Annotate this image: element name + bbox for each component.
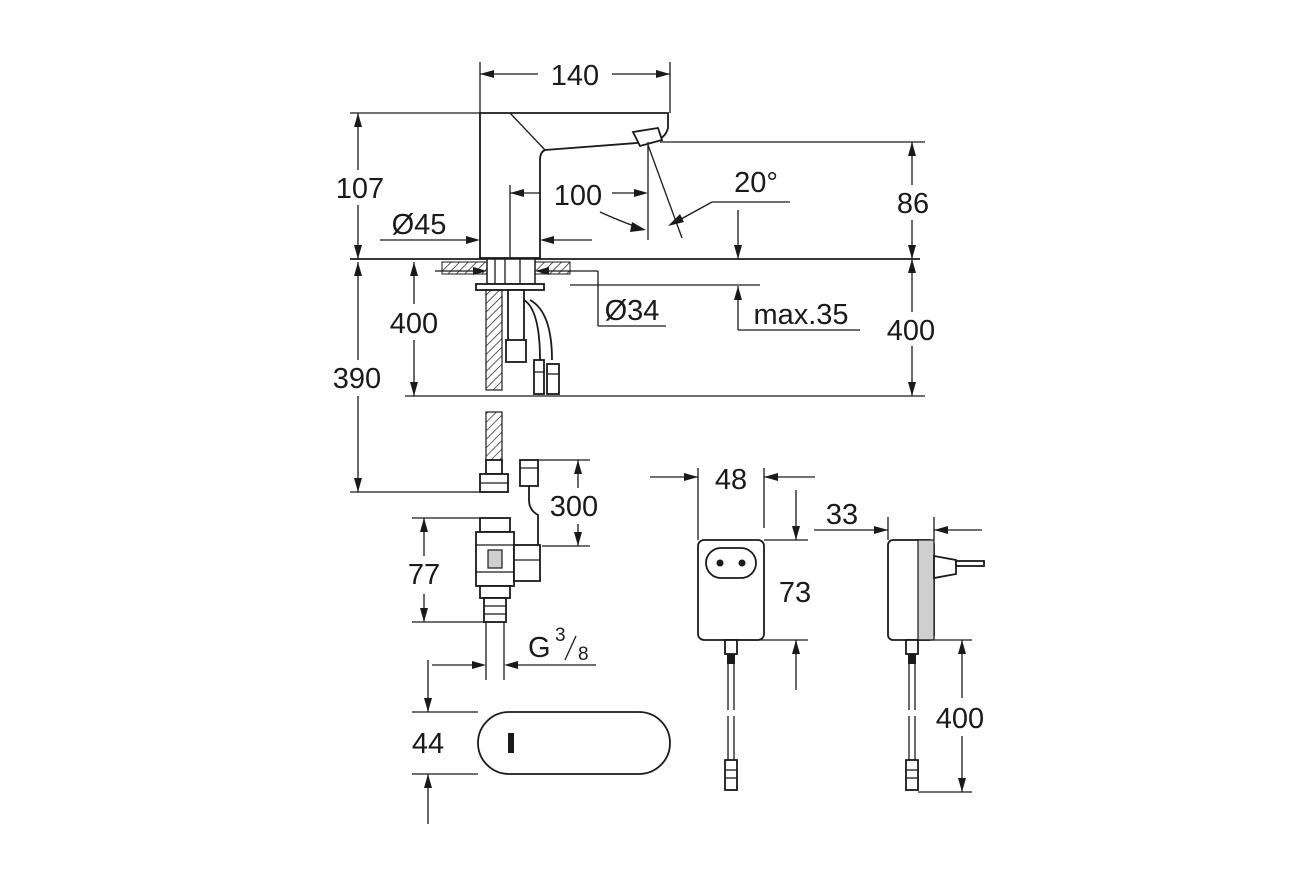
dim-86: 86 bbox=[897, 188, 929, 220]
dim-400-hose: 400 bbox=[390, 308, 438, 340]
dim-140: 140 bbox=[551, 60, 599, 92]
faucet-top-view bbox=[477, 711, 671, 775]
dim-max-35: max.35 bbox=[753, 299, 848, 331]
dim-400-adapter: 400 bbox=[936, 703, 984, 735]
faucet-side-view bbox=[479, 112, 683, 259]
dim-100: 100 bbox=[554, 180, 602, 212]
dim-390: 390 bbox=[333, 363, 381, 395]
dim-thread-denominator: 8 bbox=[578, 644, 589, 665]
dim-diameter-34: Ø34 bbox=[605, 295, 660, 327]
dim-diameter-45: Ø45 bbox=[392, 209, 447, 241]
dim-107: 107 bbox=[336, 173, 384, 205]
power-adapter-front bbox=[697, 539, 765, 791]
dim-thread-g: G bbox=[528, 632, 551, 664]
hose-end bbox=[479, 411, 509, 493]
dim-thread-numerator: 3 bbox=[555, 625, 566, 646]
power-adapter-side bbox=[887, 539, 985, 791]
dim-73: 73 bbox=[779, 577, 811, 609]
dimension-labels: 140 107 100 20° 86 Ø45 Ø34 max.35 400 40… bbox=[333, 60, 984, 760]
dim-77: 77 bbox=[408, 559, 440, 591]
dim-300: 300 bbox=[550, 491, 598, 523]
dim-33: 33 bbox=[826, 499, 858, 531]
under-deck-hoses bbox=[485, 289, 560, 395]
dim-20-degrees: 20° bbox=[734, 167, 778, 199]
dim-44: 44 bbox=[412, 728, 444, 760]
dimension-lines bbox=[350, 62, 982, 824]
dim-48: 48 bbox=[715, 464, 747, 496]
dim-400-right: 400 bbox=[887, 315, 935, 347]
solenoid-valve bbox=[475, 517, 541, 680]
sensor-cable-connector bbox=[519, 459, 539, 545]
